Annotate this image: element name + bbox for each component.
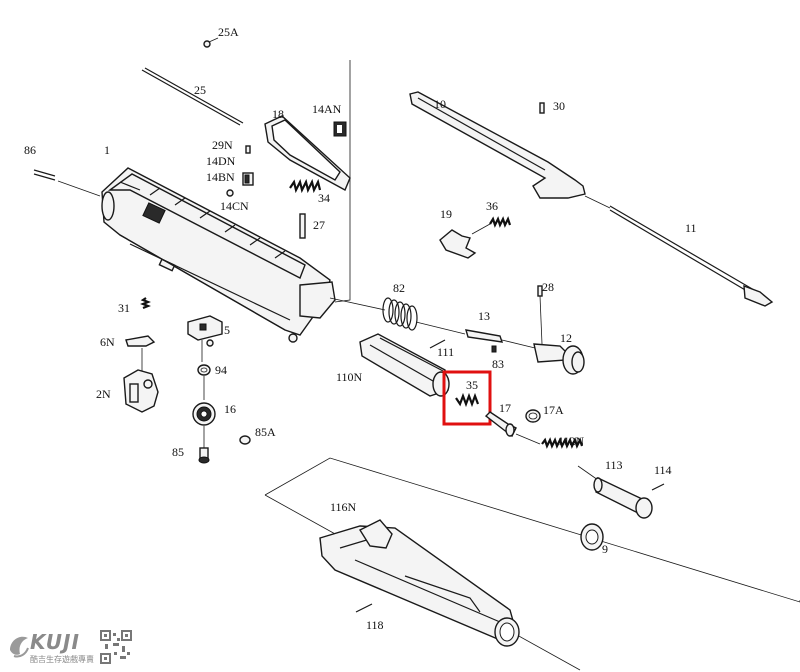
part-12-forward-assist [533, 343, 585, 375]
part-2N-bolt-catch [123, 369, 159, 413]
part-14CN [226, 189, 234, 197]
label-2N: 2N [96, 387, 111, 401]
label-30: 30 [553, 99, 565, 113]
part-111-pin [429, 339, 446, 349]
label-14CN: 14CN [220, 199, 249, 213]
label-14DN: 14DN [206, 154, 236, 168]
leader-82-13 [415, 321, 466, 335]
brand-name: KUJI [30, 630, 80, 654]
label-82: 82 [393, 281, 405, 295]
label-18: 18 [272, 107, 284, 121]
leader-1-82 [329, 297, 386, 311]
part-5-block [187, 315, 223, 347]
label-83: 83 [492, 357, 504, 371]
leader-112N-113 [577, 465, 599, 481]
label-17: 17 [499, 401, 511, 415]
part-1-upper-receiver [101, 167, 336, 343]
label-9: 9 [602, 542, 608, 556]
label-114: 114 [654, 463, 672, 477]
part-19-latch [439, 229, 477, 259]
label-6N: 6N [100, 335, 115, 349]
part-85A [239, 435, 251, 445]
panel-outline-upper [334, 60, 351, 303]
label-116N: 116N [330, 500, 357, 514]
brand-tagline: 酷吉生存遊戲專賣 [30, 655, 94, 664]
part-118-pin [355, 603, 373, 613]
label-110N: 110N [336, 370, 363, 384]
label-85: 85 [172, 445, 184, 459]
label-14AN: 14AN [312, 102, 342, 116]
label-1: 1 [104, 143, 110, 157]
label-17A: 17A [543, 403, 564, 417]
part-14AN [333, 121, 347, 137]
part-10-charging-handle [409, 91, 586, 199]
label-118: 118 [366, 618, 384, 632]
label-113: 113 [605, 458, 623, 472]
panel-outline-lower [264, 457, 800, 603]
part-110N-bolt-carrier [359, 333, 450, 397]
part-16-gear [192, 402, 216, 426]
qr-code-icon [100, 630, 132, 664]
label-85A: 85A [255, 425, 276, 439]
part-35-spring [455, 392, 480, 408]
label-31: 31 [118, 301, 130, 315]
part-94 [197, 364, 211, 376]
part-112N-spring [541, 437, 584, 449]
label-35: 35 [466, 378, 478, 392]
part-11-gas-tube [609, 205, 774, 307]
part-6N [125, 335, 156, 347]
label-25: 25 [194, 83, 206, 97]
label-19: 19 [440, 207, 452, 221]
part-29N [245, 145, 251, 154]
part-82-spring [382, 297, 418, 331]
part-14DN [242, 172, 254, 186]
part-13-pin [465, 329, 504, 343]
label-112N: 112N [558, 434, 585, 448]
part-31-spring [140, 297, 151, 310]
part-17-firing-pin [484, 411, 517, 438]
label-5: 5 [224, 323, 230, 337]
label-10: 10 [434, 97, 446, 111]
leader-10-11 [584, 195, 611, 209]
label-29N: 29N [212, 138, 233, 152]
label-13: 13 [478, 309, 490, 323]
label-34: 34 [318, 191, 330, 205]
part-9-ring [580, 523, 604, 551]
label-36: 36 [486, 199, 498, 213]
leader-17-112N [515, 433, 541, 445]
part-114-pin [651, 483, 665, 491]
kuji-logo-mark [10, 636, 29, 658]
part-86-pin [33, 169, 101, 197]
part-116N-carrier [319, 519, 520, 647]
label-86: 86 [24, 143, 36, 157]
part-17A-ring [525, 409, 541, 423]
label-12: 12 [560, 331, 572, 345]
part-83 [491, 345, 497, 353]
label-25A: 25A [218, 25, 239, 39]
highlight-box-35 [442, 370, 492, 426]
label-27: 27 [313, 218, 325, 232]
label-28: 28 [542, 280, 554, 294]
part-113-bolt [593, 476, 653, 519]
leader-13-12 [501, 339, 536, 349]
part-18-dust-cover [264, 115, 351, 191]
part-85-screw [198, 447, 210, 464]
part-34-spring [289, 178, 322, 194]
label-94: 94 [215, 363, 227, 377]
label-111: 111 [437, 345, 454, 359]
leader-28-12 [539, 295, 543, 345]
part-36-spring [471, 216, 512, 235]
label-14BN: 14BN [206, 170, 235, 184]
part-25-rod [141, 67, 244, 126]
label-16: 16 [224, 402, 236, 416]
part-25A-clip [203, 37, 219, 48]
part-27-pin [299, 213, 306, 239]
label-11: 11 [685, 221, 697, 235]
